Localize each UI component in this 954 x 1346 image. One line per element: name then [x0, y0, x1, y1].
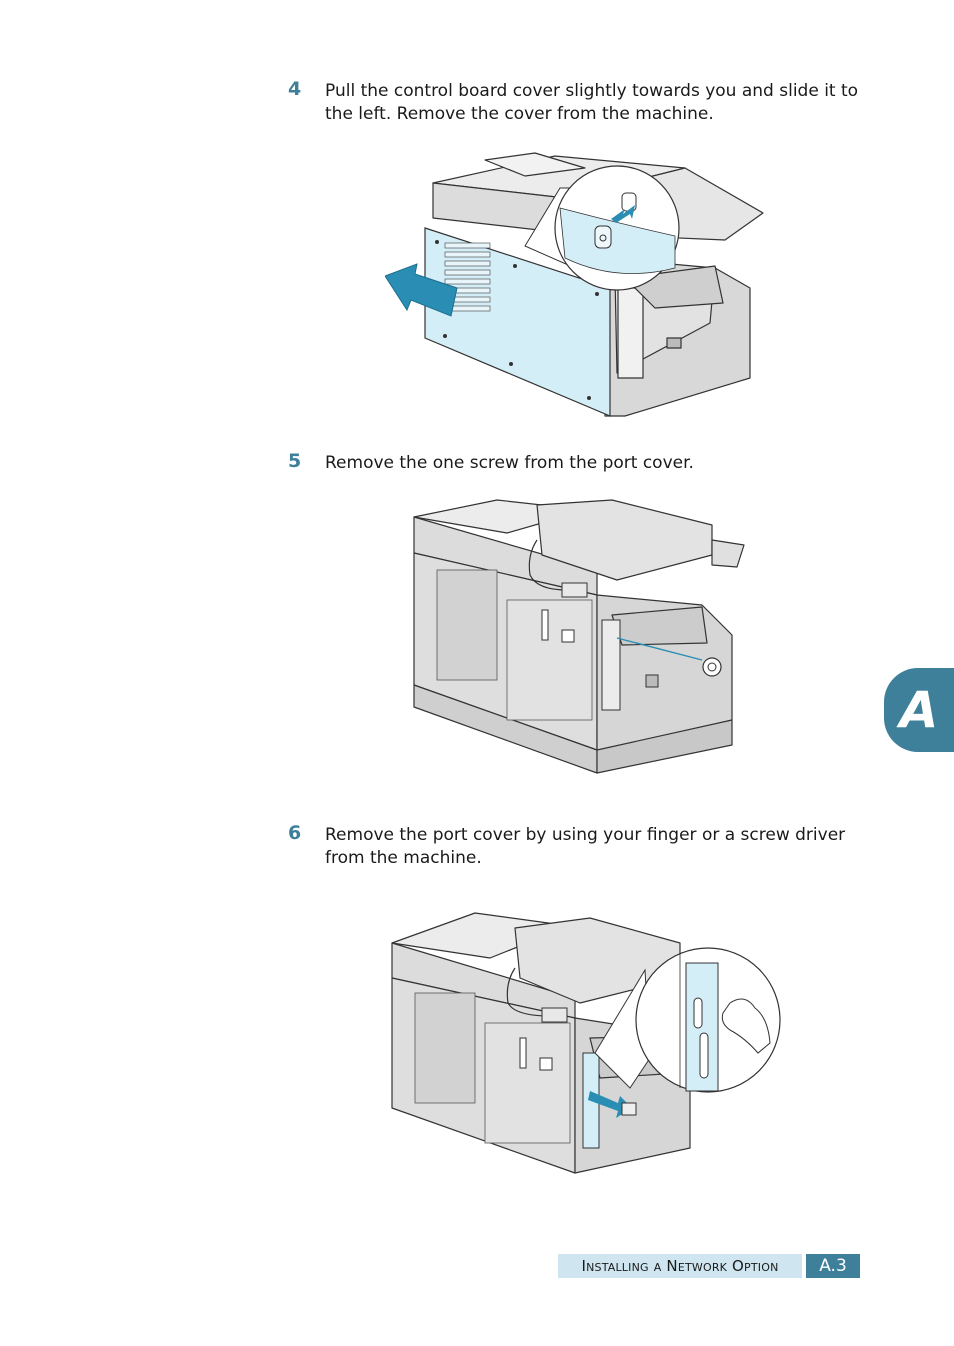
- footer-section-title: Installing a Network Option: [558, 1254, 802, 1278]
- chapter-tab: A: [884, 668, 954, 752]
- step-5-text: Remove the one screw from the port cover…: [325, 453, 694, 473]
- step-4-number: 4: [288, 78, 302, 100]
- step-5-number: 5: [288, 450, 302, 472]
- step-6-number: 6: [288, 822, 302, 844]
- chapter-letter: A: [899, 681, 939, 739]
- footer-page-number: A.3: [806, 1254, 860, 1278]
- figure-remove-control-board-cover: [385, 152, 764, 417]
- figure-remove-port-cover-screw: [413, 499, 745, 774]
- figure-remove-port-cover: [391, 912, 781, 1174]
- step-4-text: Pull the control board cover slightly to…: [325, 81, 859, 124]
- step-6-text: Remove the port cover by using your fing…: [325, 825, 846, 868]
